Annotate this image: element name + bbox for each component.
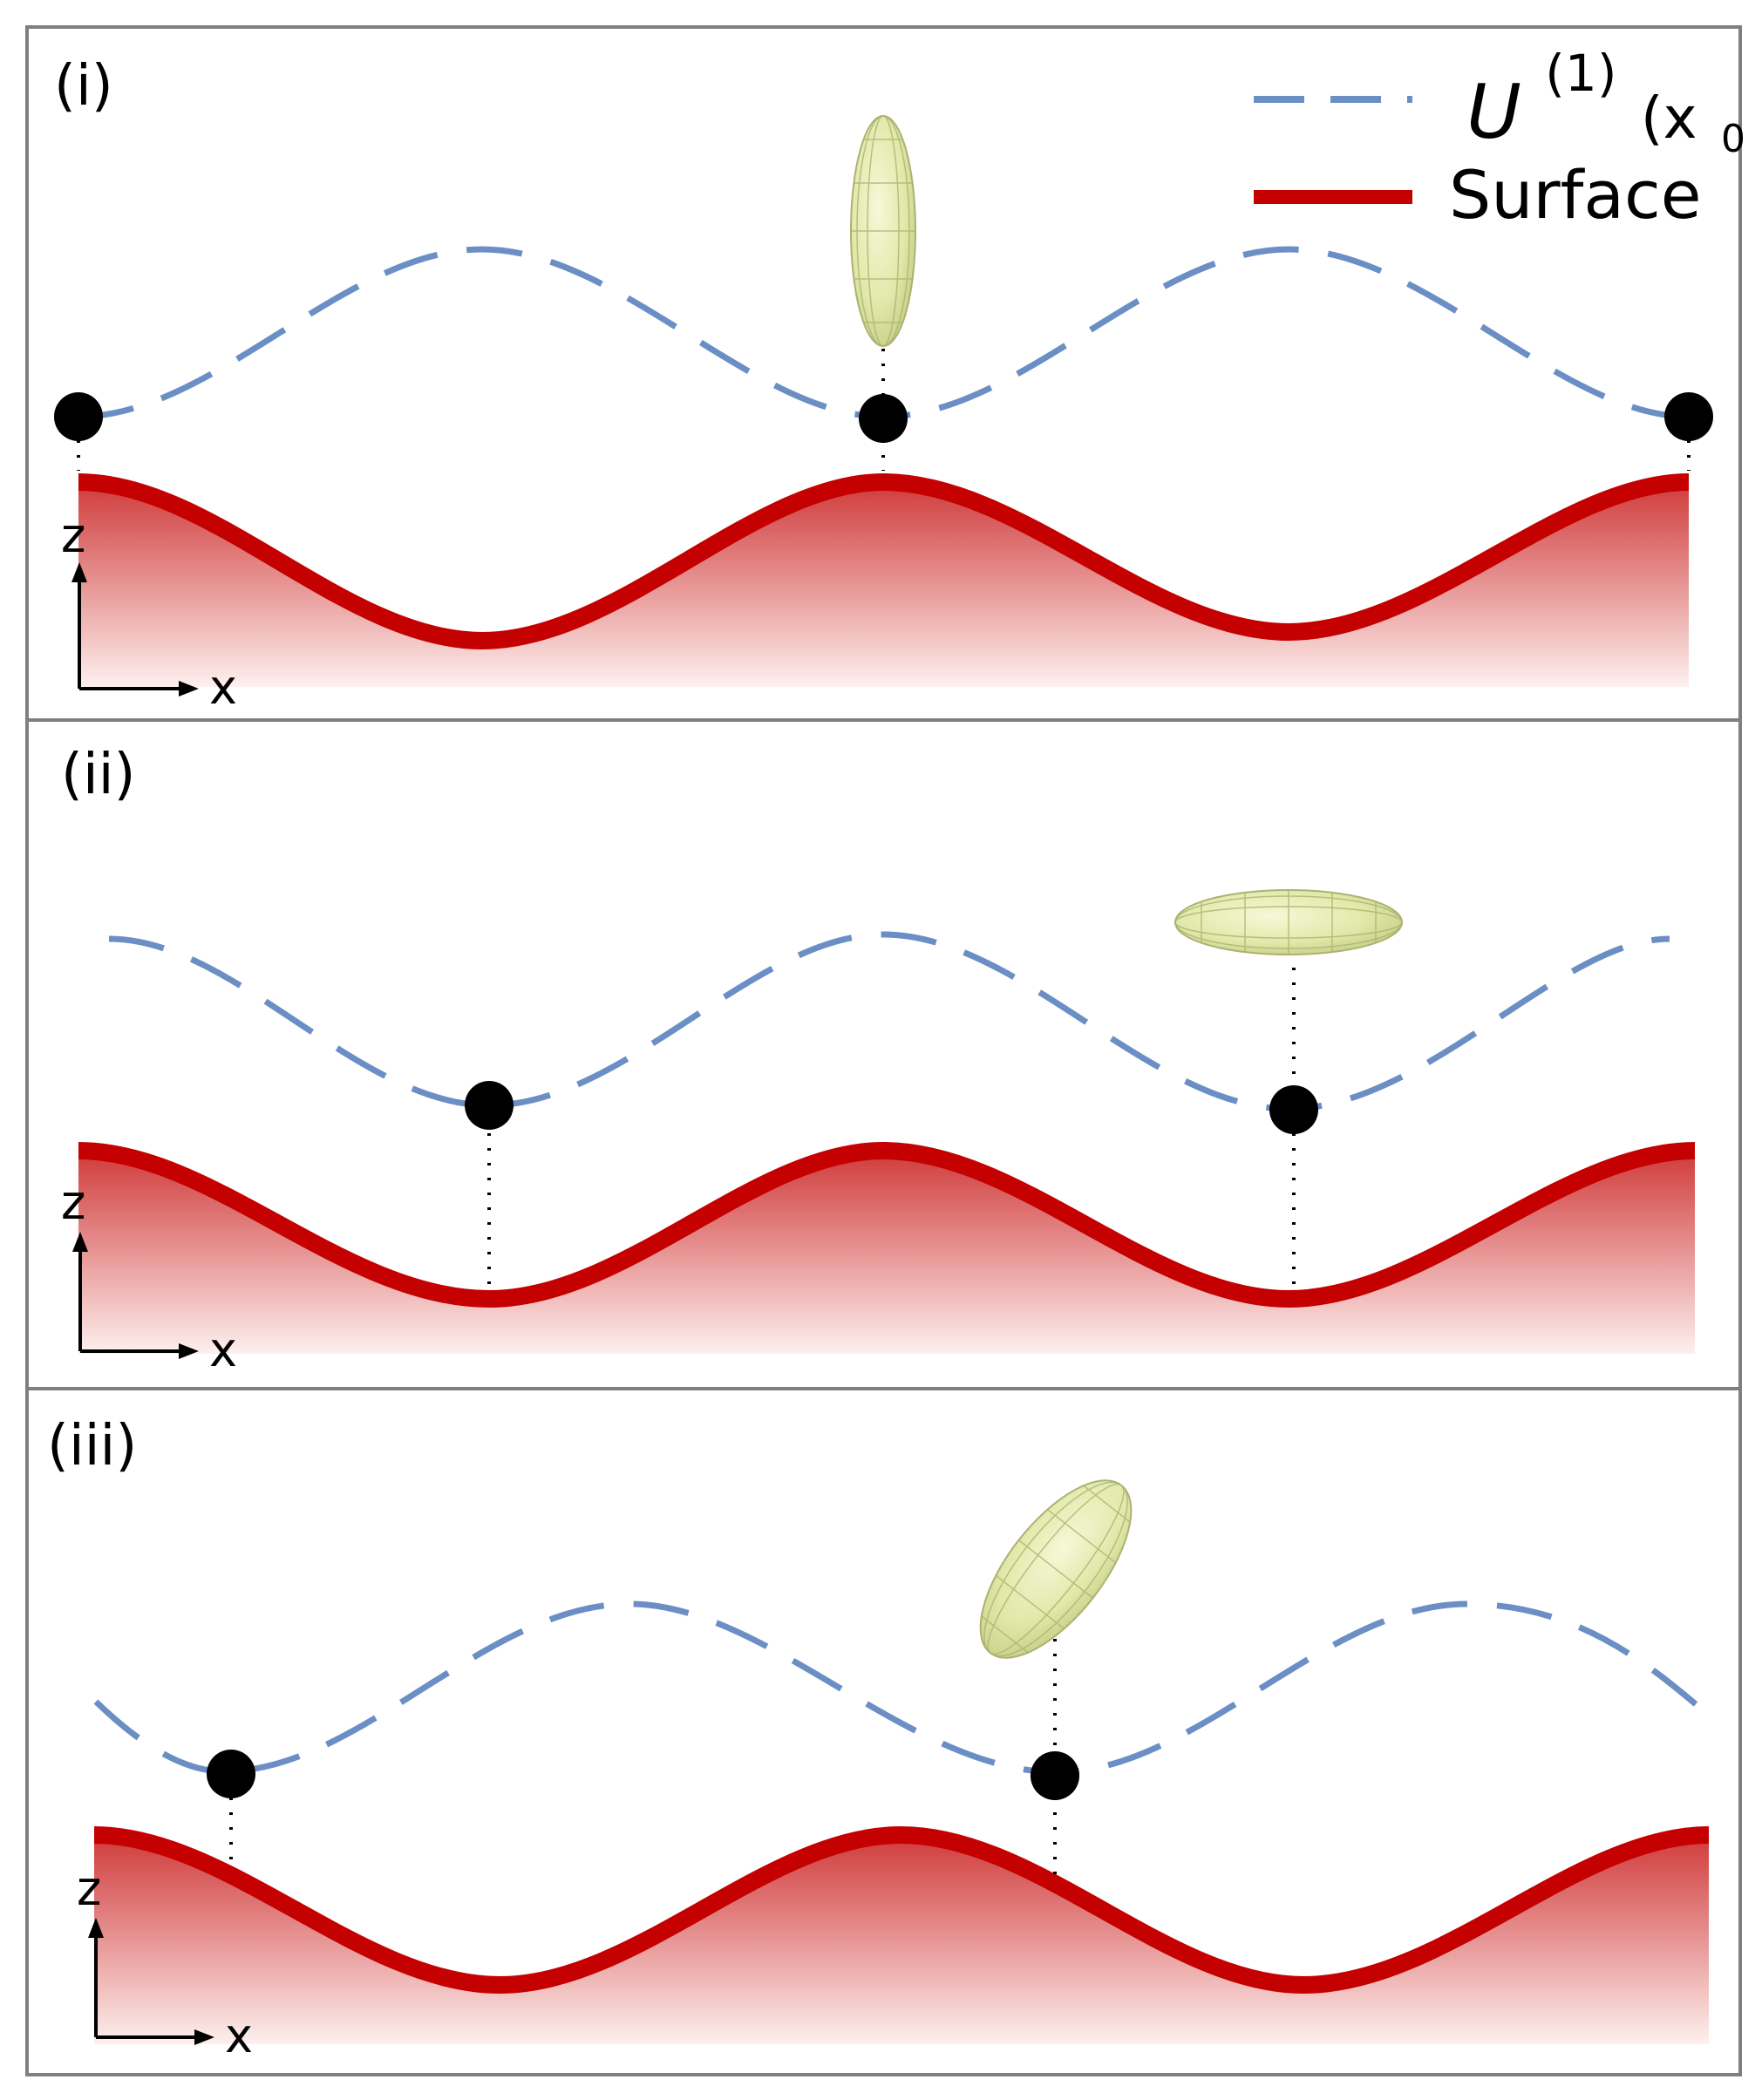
potential-curve xyxy=(108,931,1670,1112)
dotted-guides xyxy=(229,1639,1057,1883)
legend-potential-label: U (1) (x 0 ) xyxy=(1466,22,1762,170)
surface-curve xyxy=(78,1141,1696,1308)
surface-curve xyxy=(78,472,1690,650)
axis-x-label: x xyxy=(209,1322,237,1377)
potential-curve xyxy=(93,1600,1698,1776)
ellipsoid-particle xyxy=(967,1474,1145,1664)
surface-curve xyxy=(93,1825,1710,1995)
legend: U (1) (x 0 ) Surface xyxy=(1254,22,1762,234)
figure-frame xyxy=(25,25,1742,2076)
axis-indicator: z x xyxy=(61,508,237,715)
axis-z-label: z xyxy=(61,508,85,563)
dotted-guides xyxy=(77,349,1691,471)
ellipsoid-particle xyxy=(1174,889,1403,955)
ellipsoid-particle xyxy=(850,115,916,347)
axis-x-label: x xyxy=(209,660,237,715)
panel-i: (i) xyxy=(54,22,1762,715)
particle xyxy=(465,1081,1318,1134)
axis-indicator: z x xyxy=(61,1175,237,1377)
particle xyxy=(54,392,1713,443)
panel-label: (ii) xyxy=(61,743,136,807)
axis-z-label: z xyxy=(61,1175,85,1230)
panel-ii: (ii) xyxy=(61,743,1696,1377)
particle xyxy=(207,1750,1079,1800)
legend-surface-label: Surface xyxy=(1449,156,1702,234)
dotted-guides xyxy=(487,968,1296,1286)
panel-iii: (iii) xyxy=(47,1414,1710,2063)
panel-label: (i) xyxy=(54,54,113,119)
axis-z-label: z xyxy=(77,1861,101,1916)
panel-label: (iii) xyxy=(47,1414,137,1478)
axis-x-label: x xyxy=(225,2008,253,2063)
axis-indicator: z x xyxy=(77,1861,253,2063)
